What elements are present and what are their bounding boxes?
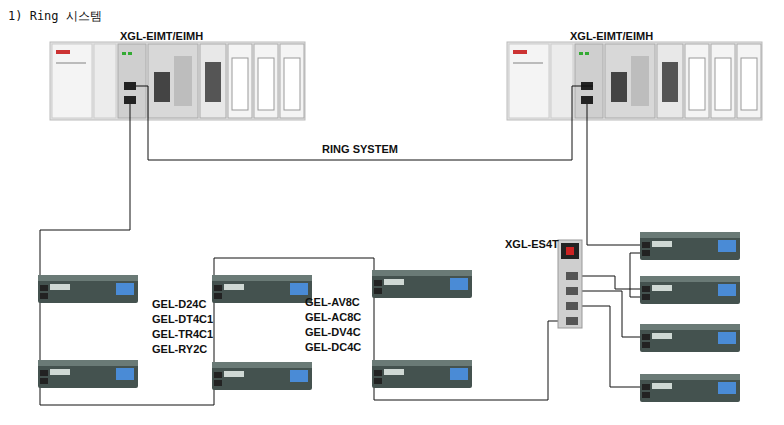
wire bbox=[587, 104, 642, 245]
plc-node: XGL-EIMT/EIMH bbox=[505, 28, 767, 125]
io-module bbox=[38, 275, 138, 303]
switch-body bbox=[558, 240, 582, 328]
node-heading: XGL-ES4T bbox=[505, 238, 559, 250]
part-name: GEL-RY2C bbox=[152, 343, 207, 356]
node-heading: XGL-EIMT/EIMH bbox=[570, 30, 653, 42]
node-heading: XGL-EIMT/EIMH bbox=[120, 30, 203, 42]
io-module bbox=[372, 270, 472, 298]
part-name: GEL-D24C bbox=[152, 298, 206, 311]
io-module bbox=[38, 360, 138, 388]
wire bbox=[40, 104, 130, 288]
plc-rack bbox=[507, 42, 762, 120]
io-module bbox=[372, 360, 472, 388]
switch-node: XGL-ES4T bbox=[505, 236, 585, 328]
diagram-title: 1) Ring 시스템 bbox=[8, 8, 102, 25]
io-module bbox=[640, 276, 740, 304]
part-name: GEL-AC8C bbox=[305, 311, 361, 324]
wire bbox=[572, 86, 593, 125]
io-module bbox=[640, 232, 740, 260]
part-name: GEL-TR4C1 bbox=[152, 328, 213, 341]
plc-rack bbox=[50, 42, 305, 120]
plc-node: XGL-EIMT/EIMH bbox=[48, 28, 310, 125]
io-module bbox=[212, 275, 312, 303]
part-name: GEL-DT4C1 bbox=[152, 313, 213, 326]
wire bbox=[136, 86, 148, 125]
part-name: GEL-AV8C bbox=[305, 296, 360, 309]
wires bbox=[40, 86, 642, 405]
part-name: GEL-DC4C bbox=[305, 341, 361, 354]
ring-connector bbox=[148, 125, 572, 160]
io-module bbox=[212, 362, 312, 390]
part-name: GEL-DV4C bbox=[305, 326, 361, 339]
io-module bbox=[640, 324, 740, 352]
wire bbox=[578, 306, 642, 387]
wire bbox=[578, 276, 642, 289]
io-module bbox=[640, 374, 740, 402]
edge-label: RING SYSTEM bbox=[322, 143, 398, 155]
